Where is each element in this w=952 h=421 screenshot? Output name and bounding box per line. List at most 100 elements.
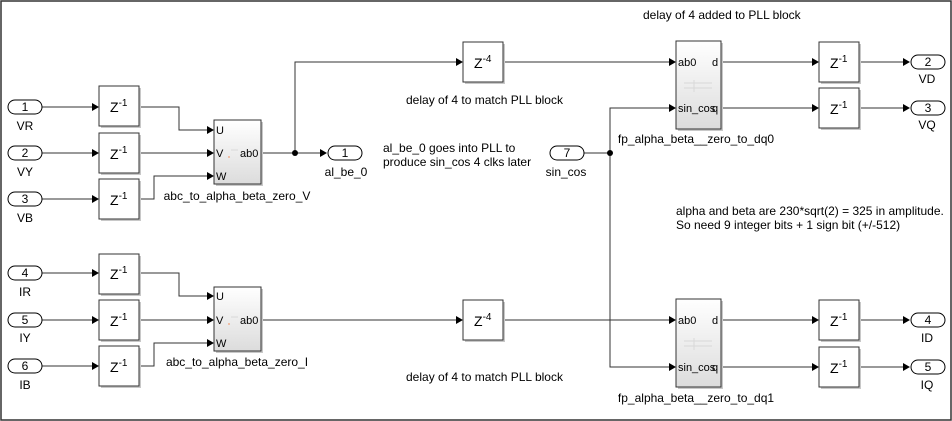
outport-number: 3	[925, 101, 932, 115]
subsystem-input-port: W	[216, 338, 227, 350]
outport-number: 2	[925, 55, 932, 69]
inport-number: 7	[564, 146, 571, 160]
svg-text:Z-1: Z-1	[110, 265, 128, 282]
arrowhead	[92, 149, 99, 157]
subsystem-output-port: q	[712, 103, 718, 115]
arrowhead	[903, 104, 910, 112]
arrowhead	[669, 363, 676, 371]
arrowheads	[92, 58, 910, 371]
annotation-amp-note-line2[interactable]: So need 9 integer bits + 1 sign bit (+/-…	[676, 218, 900, 232]
svg-text:Z-1: Z-1	[110, 312, 128, 329]
inport-ir[interactable]: 4 IR	[7, 265, 43, 299]
svg-text:Z-1: Z-1	[110, 358, 128, 375]
svg-text:Z-1: Z-1	[830, 100, 848, 117]
outport-vq[interactable]: 3 VQ	[910, 100, 946, 132]
arrowhead	[92, 195, 99, 203]
outport-label: ID	[921, 331, 933, 345]
wire-sincos-dq0[interactable]	[609, 107, 669, 153]
wire-delay-w-i[interactable]	[140, 342, 207, 367]
svg-text:Z-1: Z-1	[110, 145, 128, 162]
delay-exponent: -1	[119, 191, 128, 202]
arrowhead	[812, 316, 819, 324]
unit-delay-vb[interactable]: Z-1	[98, 178, 141, 221]
arrowhead	[903, 58, 910, 66]
arrowhead	[207, 149, 214, 157]
inport-vb[interactable]: 3 VB	[7, 191, 43, 225]
arrowhead	[456, 316, 463, 324]
unit-delay-iy[interactable]: Z-1	[98, 299, 141, 342]
wire-delay-u-v[interactable]	[140, 106, 207, 131]
arrowhead	[320, 149, 327, 157]
arrowhead	[92, 362, 99, 370]
inport-number: 1	[22, 100, 29, 114]
subsystem-fp-alpha-beta-zero-to-dq1[interactable]: ab0 sin_cos d q fp_alpha_beta__zero_to_d…	[618, 298, 774, 405]
delay-base: Z	[110, 266, 119, 282]
inport-label: IB	[19, 378, 30, 392]
wire-branch-to-z4-top[interactable]	[294, 61, 456, 153]
delay-base: Z	[830, 55, 839, 71]
subsystem-name: abc_to_alpha_beta_zero_V	[164, 189, 311, 203]
svg-text:Z-4: Z-4	[474, 54, 492, 71]
unit-delay-id[interactable]: Z-1	[818, 299, 861, 342]
unit-delay-vy[interactable]: Z-1	[98, 132, 141, 175]
unit-delay-vd[interactable]: Z-1	[818, 41, 861, 84]
inport-label: sin_cos	[546, 165, 587, 179]
wire-delay-u-i[interactable]	[140, 272, 207, 297]
arrowhead	[812, 363, 819, 371]
delay-exponent: -1	[839, 54, 848, 65]
arrowhead	[669, 58, 676, 66]
delay-exponent: -1	[839, 312, 848, 323]
outport-number: 1	[342, 146, 349, 160]
arrowhead	[92, 316, 99, 324]
outport-label: IQ	[921, 378, 934, 392]
outport-iq[interactable]: 5 IQ	[910, 359, 946, 392]
outport-vd[interactable]: 2 VD	[910, 54, 946, 86]
inport-label: VY	[17, 165, 33, 179]
inport-number: 2	[22, 146, 29, 160]
arrowhead	[812, 104, 819, 112]
subsystem-abc-to-alpha-beta-zero-v[interactable]: U V W ab0 abc_to_alpha_beta_zero_V	[164, 119, 311, 203]
delay-4-top[interactable]: Z-4	[462, 41, 505, 84]
subsystem-fp-alpha-beta-zero-to-dq0[interactable]: ab0 sin_cos d q fp_alpha_beta__zero_to_d…	[618, 40, 774, 146]
delay-base: Z	[830, 313, 839, 329]
unit-delay-vr[interactable]: Z-1	[98, 85, 141, 128]
annotation-pll-note-line1[interactable]: al_be_0 goes into PLL to	[383, 141, 516, 155]
inport-vy[interactable]: 2 VY	[7, 145, 43, 179]
annotation-delay-match-top[interactable]: delay of 4 to match PLL block	[406, 93, 564, 107]
inport-vr[interactable]: 1 VR	[7, 99, 43, 133]
inport-sin-cos[interactable]: 7 sin_cos	[546, 145, 587, 179]
unit-delay-ib[interactable]: Z-1	[98, 345, 141, 388]
subsystem-input-port: U	[216, 291, 224, 303]
inport-number: 4	[22, 266, 29, 280]
delay-exponent: -1	[119, 98, 128, 109]
subsystem-output-port: d	[712, 315, 718, 327]
inport-ib[interactable]: 6 IB	[7, 358, 43, 392]
annotation-amp-note-line1[interactable]: alpha and beta are 230*sqrt(2) = 325 in …	[676, 204, 944, 218]
delay-exponent: -1	[839, 100, 848, 111]
subsystem-input-port: ab0	[678, 57, 696, 69]
outport-al-be-0[interactable]: 1 al_be_0	[325, 145, 368, 179]
inport-iy[interactable]: 5 IY	[7, 312, 43, 345]
subsystem-output-port: q	[712, 362, 718, 374]
subsystem-abc-to-alpha-beta-zero-i[interactable]: U V W ab0 abc_to_alpha_beta_zero_I	[166, 286, 308, 369]
inport-number: 5	[22, 313, 29, 327]
arrowhead	[207, 126, 214, 134]
annotation-pll-note-line2[interactable]: produce sin_cos 4 clks later	[383, 155, 531, 169]
delay-base: Z	[110, 146, 119, 162]
unit-delay-iq[interactable]: Z-1	[818, 346, 861, 389]
delay-base: Z	[830, 360, 839, 376]
arrowhead	[92, 103, 99, 111]
annotation-delay-added[interactable]: delay of 4 added to PLL block	[643, 8, 802, 22]
delay-base: Z	[110, 313, 119, 329]
branch-point-sin-cos	[607, 150, 613, 156]
arrowhead	[903, 316, 910, 324]
unit-delay-vq[interactable]: Z-1	[818, 87, 861, 130]
unit-delay-ir[interactable]: Z-1	[98, 253, 141, 296]
wire-sincos-dq1[interactable]	[609, 153, 669, 368]
delay-4-bottom[interactable]: Z-4	[462, 299, 505, 342]
annotation-delay-match-bottom[interactable]: delay of 4 to match PLL block	[406, 370, 564, 384]
wire-delay-w-v[interactable]	[140, 175, 207, 200]
arrowhead	[207, 316, 214, 324]
outport-id[interactable]: 4 ID	[910, 312, 946, 345]
